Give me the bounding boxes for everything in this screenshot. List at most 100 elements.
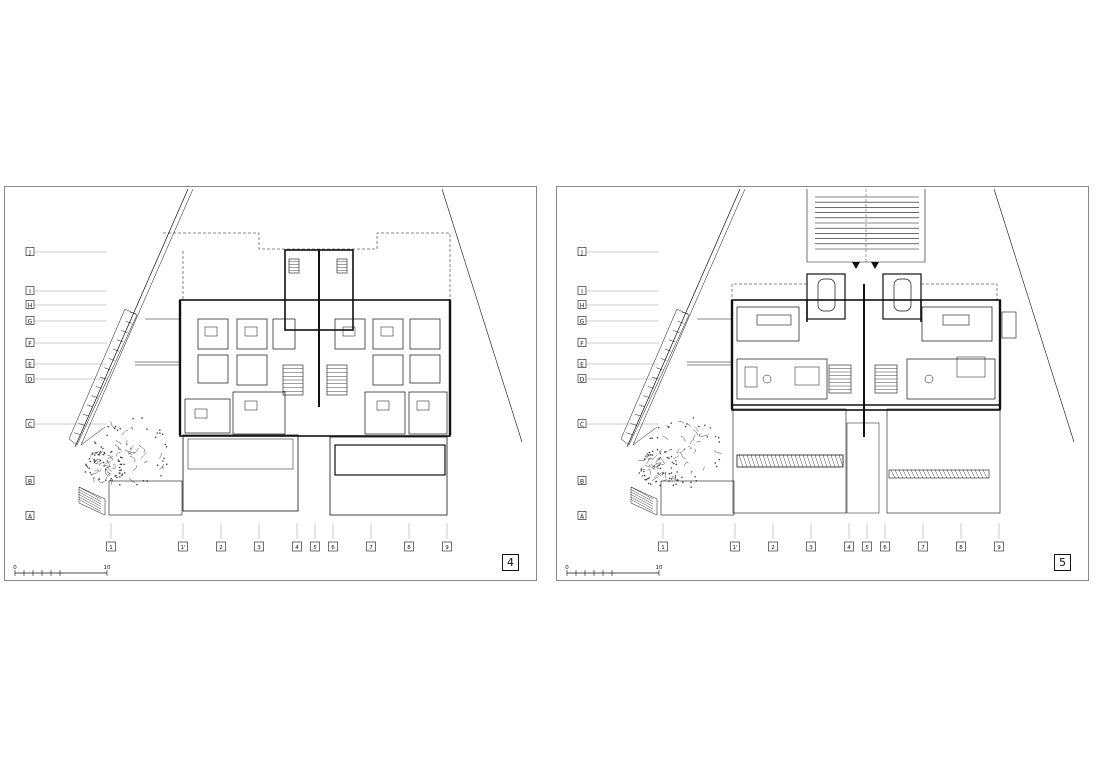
- tree-leaf-dot: [96, 451, 98, 454]
- tree-leaf-dot: [91, 473, 93, 476]
- tree-scribble: [652, 462, 657, 469]
- grid-column-label: 2: [219, 545, 223, 551]
- grid-column-marker: [730, 541, 740, 552]
- tree-scribble: [658, 448, 663, 452]
- tree-leaf-dot: [717, 436, 720, 439]
- pool-hatch: [810, 454, 816, 468]
- grid-column-marker: [844, 541, 854, 552]
- tree-scribble: [689, 439, 695, 445]
- tree-leaf-dot: [666, 456, 669, 459]
- tree-scribble: [673, 455, 680, 459]
- pool-hatch: [966, 469, 972, 479]
- retaining-wall-hatch: [125, 321, 132, 324]
- tree-leaf-dot: [643, 474, 646, 477]
- tree-scribble: [98, 462, 103, 466]
- grid-row-marker: [25, 476, 35, 485]
- terrace-step: [630, 489, 654, 502]
- tree-leaf-dot: [106, 434, 108, 437]
- grid-column-label: 8: [407, 545, 411, 551]
- tree-leaf-dot: [659, 467, 662, 470]
- tree-scribble: [92, 470, 99, 474]
- terrace-outline: [187, 438, 294, 470]
- grid-row-label: B: [580, 478, 584, 485]
- grid-column-marker: [404, 541, 414, 552]
- bed-furniture: [244, 400, 258, 411]
- tree-scribble: [662, 435, 669, 440]
- pool-hatch: [834, 454, 840, 468]
- garage-left: [806, 273, 846, 320]
- tree-leaf-dot: [105, 479, 107, 481]
- pool-edge: [736, 454, 844, 468]
- tree-leaf-dot: [684, 425, 687, 428]
- tree-leaf-dot: [718, 458, 721, 461]
- terrace-bench: [630, 486, 658, 516]
- pool-hatch: [838, 454, 844, 468]
- grid-column-label: 6: [883, 545, 887, 551]
- grid-row-marker: [577, 247, 587, 256]
- tree-leaf-dot: [671, 461, 674, 464]
- grid-column-marker: [806, 541, 816, 552]
- pool-hatch: [958, 469, 964, 479]
- retaining-wall-hatch: [634, 413, 641, 417]
- tree-leaf-dot: [651, 450, 654, 453]
- grid-row-marker: [25, 300, 35, 309]
- tree-scribble: [127, 452, 133, 455]
- pool-hatch: [954, 469, 960, 479]
- pool-hatch: [798, 454, 804, 468]
- bedroom-room: [232, 391, 286, 435]
- site-boundary-line: [993, 188, 1075, 443]
- tree-scribble: [656, 456, 662, 461]
- round-table: [924, 374, 934, 384]
- tree-scribble: [162, 463, 165, 469]
- tree-leaf-dot: [647, 482, 650, 485]
- exterior-wall: [179, 299, 451, 437]
- tree-leaf-dot: [681, 476, 683, 479]
- tree-leaf-dot: [651, 437, 653, 439]
- tree-scribble: [693, 429, 698, 436]
- tree-scribble: [638, 457, 646, 461]
- pool-hatch: [898, 469, 904, 479]
- pool-hatch: [822, 454, 828, 468]
- grid-column-marker: [918, 541, 928, 552]
- grid-row-label: G: [580, 318, 585, 325]
- pool-hatch: [978, 469, 984, 479]
- tree-leaf-dot: [156, 432, 159, 434]
- balcony-outline: [334, 444, 446, 476]
- grid-column-label: 7: [369, 545, 373, 551]
- pool-hatch: [922, 469, 928, 479]
- tree-leaf-dot: [86, 466, 89, 468]
- pool-hatch: [774, 454, 780, 468]
- grid-row-label: I: [581, 288, 583, 295]
- tree-leaf-dot: [100, 446, 103, 448]
- tree-leaf-dot: [651, 454, 654, 456]
- bedroom-room: [197, 318, 229, 350]
- tree-leaf-dot: [114, 425, 117, 428]
- pool-edge: [888, 469, 990, 479]
- tree-leaf-dot: [675, 459, 677, 462]
- tree-leaf-dot: [670, 467, 673, 469]
- tree-leaf-dot: [119, 463, 122, 466]
- scale-start-label: 0: [565, 565, 569, 571]
- pool-hatch: [894, 469, 900, 479]
- tree-scribble: [129, 426, 133, 431]
- tree-leaf-dot: [668, 477, 671, 480]
- pool-hatch: [918, 469, 924, 479]
- tree-leaf-dot: [160, 474, 162, 477]
- tree-leaf-dot: [123, 472, 126, 474]
- tree-scribble: [125, 440, 129, 446]
- tree-scribble: [700, 434, 709, 438]
- tree-leaf-dot: [675, 463, 678, 466]
- tree-scribble: [106, 461, 110, 468]
- roof-outline: [731, 283, 807, 297]
- terrace-step: [630, 499, 654, 512]
- plan-number-box: 5: [1054, 554, 1071, 571]
- grid-column-marker: [106, 541, 116, 552]
- grid-row-marker: [25, 511, 35, 520]
- terrace-step: [78, 489, 102, 502]
- pool-hatch: [758, 454, 764, 468]
- entrance-path: [846, 422, 880, 514]
- grid-row-label: J: [28, 249, 31, 256]
- tree-leaf-dot: [119, 427, 122, 430]
- tree-leaf-dot: [657, 472, 659, 474]
